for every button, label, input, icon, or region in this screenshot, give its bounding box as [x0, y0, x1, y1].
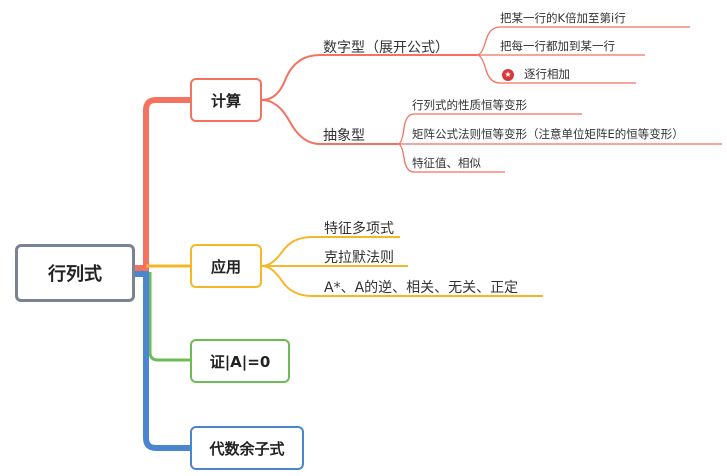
calc-to-numeric-connector [261, 54, 477, 101]
branch-label-cofactor: 代数余子式 [209, 439, 285, 458]
leaf-matrix-formula[interactable]: 矩阵公式法则恒等变形（注意单位矩阵E的恒等变形） [412, 127, 684, 141]
leaf-row-by-row-add[interactable]: 逐行相加 [524, 67, 570, 81]
leaf-adjoint-inverse[interactable]: A*、A的逆、相关、无关、正定 [324, 280, 519, 296]
leaf-det-properties[interactable]: 行列式的性质恒等变形 [412, 98, 527, 112]
leaf-char-polynomial[interactable]: 特征多项式 [324, 221, 394, 237]
trunk-connector-blue [132, 271, 194, 451]
topic-numeric[interactable]: 数字型（展开公式） [323, 40, 449, 56]
apply-leaf1-connector [261, 236, 400, 267]
numeric-leaf1-connector [476, 26, 690, 56]
branch-label-calc: 计算 [210, 91, 241, 110]
branch-node-calc[interactable]: 计算 [190, 78, 262, 122]
calc-to-abstract-connector [261, 99, 398, 145]
leaf-add-all-rows[interactable]: 把每一行都加到某一行 [500, 39, 615, 53]
branch-node-apply[interactable]: 应用 [190, 244, 262, 288]
root-node[interactable]: 行列式 [15, 244, 135, 302]
numeric-leaf3-connector [476, 54, 636, 84]
branch-node-cofactor[interactable]: 代数余子式 [190, 426, 304, 470]
trunk-connector-green [148, 272, 191, 362]
branch-label-prove-det-zero: 证|A|=0 [209, 352, 271, 371]
root-label: 行列式 [48, 264, 102, 285]
branch-label-apply: 应用 [210, 257, 241, 276]
leaf-eigen-similar[interactable]: 特征值、相似 [412, 156, 481, 170]
abstract-leaf3-connector [397, 143, 505, 173]
star-icon: ★ [502, 69, 514, 81]
abstract-leaf1-connector [397, 113, 582, 145]
apply-leaf3-connector [261, 265, 543, 297]
leaf-row-times-k[interactable]: 把某一行的K倍加至第i行 [500, 11, 626, 25]
trunk-connector-red [132, 97, 194, 271]
topic-abstract[interactable]: 抽象型 [323, 128, 365, 144]
leaf-cramer-rule[interactable]: 克拉默法则 [324, 250, 394, 266]
branch-node-prove-det-zero[interactable]: 证|A|=0 [190, 339, 290, 383]
